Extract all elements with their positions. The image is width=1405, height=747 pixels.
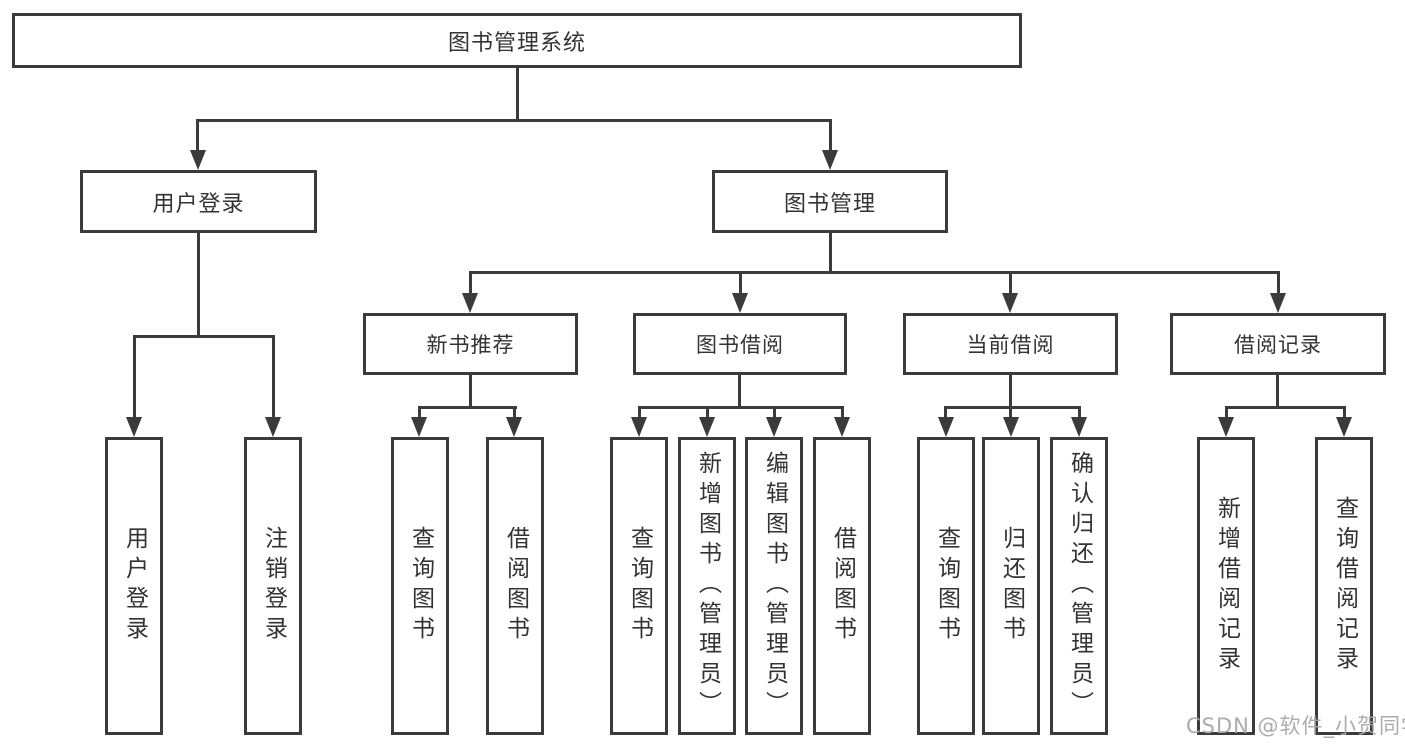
leaf-label: 查询图书 <box>407 526 434 646</box>
node-root-library-management-system: 图书管理系统 <box>12 13 1022 68</box>
connector-to-new-book-recommend <box>469 271 472 296</box>
leaf-user-login: 用户登录 <box>105 437 163 735</box>
node-label: 用户登录 <box>152 191 245 217</box>
node-current-borrow: 当前借阅 <box>903 313 1118 375</box>
arrow-down-icon <box>732 293 748 313</box>
leaf-label: 新增借阅记录 <box>1213 496 1240 676</box>
connector-book-borrow-split <box>638 406 844 409</box>
arrow-down-icon <box>822 150 838 170</box>
connector-to-book-management <box>829 119 832 152</box>
leaf-borrow-book: 借阅图书 <box>813 437 871 735</box>
leaf-query-borrow-record: 查询借阅记录 <box>1315 437 1373 735</box>
connector-leaf-stem <box>1343 406 1346 419</box>
arrow-down-icon <box>834 417 850 437</box>
connector-leaf-stem <box>1078 406 1081 419</box>
leaf-label: 查询借阅记录 <box>1331 496 1358 676</box>
arrow-down-icon <box>1003 417 1019 437</box>
leaf-query-book-current: 查询图书 <box>917 437 975 735</box>
node-label: 当前借阅 <box>966 333 1055 357</box>
connector-book-management-split <box>469 271 1279 274</box>
leaf-label: 借阅图书 <box>829 526 856 646</box>
connector-root-split <box>196 119 832 122</box>
node-book-management: 图书管理 <box>712 170 948 233</box>
arrow-down-icon <box>190 150 206 170</box>
arrow-down-icon <box>1071 417 1087 437</box>
connector-to-leaf-user-login <box>133 335 136 419</box>
arrow-down-icon <box>506 417 522 437</box>
connector-to-current-borrow <box>1009 271 1012 296</box>
connector-to-book-borrow <box>739 271 742 296</box>
leaf-label: 归还图书 <box>998 526 1025 646</box>
leaf-edit-book-admin: 编辑图书（管理员） <box>745 437 803 735</box>
connector-book-borrow-stem <box>738 373 741 409</box>
arrow-down-icon <box>265 417 281 437</box>
connector-to-leaf-logout <box>272 335 275 419</box>
connector-to-borrow-record <box>1277 271 1280 296</box>
leaf-label: 注销登录 <box>260 526 287 646</box>
connector-leaf-stem <box>706 406 709 419</box>
arrow-down-icon <box>411 417 427 437</box>
arrow-down-icon <box>1336 417 1352 437</box>
connector-user-login-split <box>133 335 275 338</box>
connector-leaf-stem <box>773 406 776 419</box>
node-book-borrow: 图书借阅 <box>633 313 847 375</box>
arrow-down-icon <box>631 417 647 437</box>
leaf-return-book: 归还图书 <box>982 437 1040 735</box>
leaf-confirm-return-admin: 确认归还（管理员） <box>1050 437 1108 735</box>
connector-current-borrow-split <box>944 406 1081 409</box>
node-new-book-recommend: 新书推荐 <box>363 313 578 375</box>
arrow-down-icon <box>938 417 954 437</box>
node-user-login: 用户登录 <box>80 170 317 233</box>
node-label: 图书借阅 <box>696 333 784 357</box>
leaf-add-book-admin: 新增图书（管理员） <box>678 437 736 735</box>
connector-user-login-stem <box>197 231 200 338</box>
leaf-query-book-borrow: 查询图书 <box>610 437 668 735</box>
leaf-borrow-book-recommend: 借阅图书 <box>486 437 544 735</box>
connector-leaf-stem <box>841 406 844 419</box>
leaf-query-book-recommend: 查询图书 <box>391 437 449 735</box>
node-label: 图书管理 <box>783 191 876 217</box>
arrow-down-icon <box>766 417 782 437</box>
connector-leaf-stem <box>418 406 421 419</box>
arrow-down-icon <box>1002 293 1018 313</box>
arrow-down-icon <box>462 293 478 313</box>
connector-borrow-record-stem <box>1276 373 1279 409</box>
leaf-label: 编辑图书（管理员） <box>761 451 788 721</box>
arrow-down-icon <box>699 417 715 437</box>
leaf-label: 确认归还（管理员） <box>1066 451 1093 721</box>
connector-root-stem <box>516 66 519 122</box>
leaf-label: 查询图书 <box>626 526 653 646</box>
arrow-down-icon <box>1270 293 1286 313</box>
leaf-label: 查询图书 <box>933 526 960 646</box>
csdn-watermark: CSDN @软件_小贺同学 <box>1186 714 1405 738</box>
leaf-logout-login: 注销登录 <box>244 437 302 735</box>
node-label: 新书推荐 <box>426 333 515 357</box>
node-borrow-record: 借阅记录 <box>1170 313 1386 375</box>
node-label: 借阅记录 <box>1234 333 1322 357</box>
leaf-label: 借阅图书 <box>502 526 529 646</box>
connector-leaf-stem <box>1009 406 1012 419</box>
connector-leaf-stem <box>638 406 641 419</box>
connector-current-borrow-stem <box>1009 373 1012 409</box>
connector-new-book-recommend-split <box>419 406 517 409</box>
connector-leaf-stem <box>1225 406 1228 419</box>
arrow-down-icon <box>1218 417 1234 437</box>
leaf-label: 新增图书（管理员） <box>694 451 721 721</box>
connector-to-user-login <box>196 119 199 152</box>
arrow-down-icon <box>126 417 142 437</box>
connector-new-book-recommend-stem <box>469 373 472 409</box>
leaf-add-borrow-record: 新增借阅记录 <box>1197 437 1255 735</box>
connector-leaf-stem <box>513 406 516 419</box>
connector-borrow-record-split <box>1225 406 1346 409</box>
node-label: 图书管理系统 <box>447 30 586 56</box>
connector-book-management-stem <box>829 231 832 274</box>
leaf-label: 用户登录 <box>121 526 148 646</box>
connector-leaf-stem <box>944 406 947 419</box>
